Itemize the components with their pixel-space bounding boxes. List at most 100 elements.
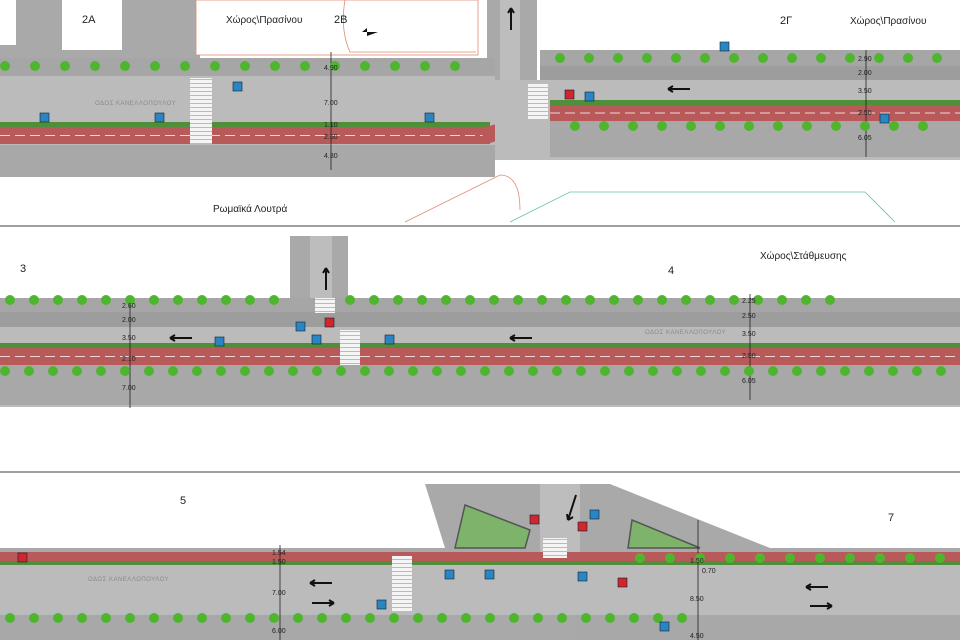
zone-label-4: 4 xyxy=(668,265,674,277)
tree-icon xyxy=(173,295,183,305)
traffic-signs xyxy=(17,41,890,632)
tree-icon xyxy=(753,295,763,305)
tree-icon xyxy=(149,613,159,623)
tree-icon xyxy=(681,295,691,305)
right-parking-row xyxy=(540,66,960,80)
traffic-island xyxy=(627,518,701,549)
tree-icon xyxy=(935,553,945,563)
arrow-left-icon xyxy=(169,334,192,342)
tree-icon xyxy=(269,613,279,623)
dimension-label: 4.90 xyxy=(324,65,338,72)
tree-icon xyxy=(437,613,447,623)
dimension-label: 1.50 xyxy=(272,559,286,566)
tree-icon xyxy=(860,121,870,131)
tree-icon xyxy=(120,366,130,376)
tree-icon xyxy=(758,53,768,63)
traffic-sign-icon xyxy=(295,321,306,332)
green-space-label: Χώρος\Πρασίνου xyxy=(850,15,926,27)
dimension-label: 6.05 xyxy=(858,135,872,142)
tree-icon xyxy=(792,366,802,376)
tree-icon xyxy=(456,366,466,376)
tree-icon xyxy=(755,553,765,563)
building xyxy=(0,0,16,45)
arrow-up-icon xyxy=(322,267,330,290)
zone-label-2b: 2B xyxy=(334,14,347,26)
boundary-line xyxy=(509,191,896,223)
tree-icon xyxy=(417,295,427,305)
tree-icon xyxy=(715,121,725,131)
tree-icon xyxy=(831,121,841,131)
tree-icon xyxy=(686,121,696,131)
landmark-label: Ρωμαϊκά Λουτρά xyxy=(213,203,287,215)
tree-icon xyxy=(441,295,451,305)
tree-icon xyxy=(744,366,754,376)
tree-icon xyxy=(60,61,70,71)
tree-icon xyxy=(173,613,183,623)
north-arrow-icon xyxy=(362,28,378,36)
tree-icon xyxy=(341,613,351,623)
tree-icon xyxy=(700,53,710,63)
tree-icon xyxy=(101,613,111,623)
tree-icon xyxy=(0,366,10,376)
tree-icon xyxy=(150,61,160,71)
side-street-lane xyxy=(500,0,520,80)
tree-icon xyxy=(696,366,706,376)
dimension-label: 2.10 xyxy=(122,356,136,363)
arrow-right-icon xyxy=(810,602,833,610)
tree-icon xyxy=(533,613,543,623)
tree-icon xyxy=(384,366,394,376)
tree-icon xyxy=(768,366,778,376)
tree-icon xyxy=(369,295,379,305)
street-name: ΟΔΟΣ ΚΑΝΕΛΛΟΠΟΥΛΟΥ xyxy=(645,330,726,336)
tree-icon xyxy=(624,366,634,376)
main-road xyxy=(0,565,960,615)
dimension-label: 3.50 xyxy=(742,331,756,338)
tree-icon xyxy=(420,61,430,71)
traffic-sign-icon xyxy=(214,336,225,347)
street-name: ΟΔΟΣ ΚΑΝΕΛΛΟΠΟΥΛΟΥ xyxy=(95,101,176,107)
tree-icon xyxy=(345,295,355,305)
dimension-label: 8.50 xyxy=(690,596,704,603)
tree-icon xyxy=(633,295,643,305)
dimension-label: 2.50 xyxy=(742,313,756,320)
crosswalk xyxy=(190,78,212,144)
tree-icon xyxy=(635,553,645,563)
tree-icon xyxy=(509,613,519,623)
tree-icon xyxy=(561,295,571,305)
tree-icon xyxy=(653,613,663,623)
tree-icon xyxy=(801,295,811,305)
right-upper-sidewalk xyxy=(540,50,960,66)
tree-icon xyxy=(720,366,730,376)
tree-icon xyxy=(912,366,922,376)
tree-icon xyxy=(245,613,255,623)
tree-icon xyxy=(180,61,190,71)
tree-icon xyxy=(77,295,87,305)
tree-icon xyxy=(504,366,514,376)
tree-icon xyxy=(413,613,423,623)
traffic-sign-icon xyxy=(584,91,595,102)
tree-icon xyxy=(360,366,370,376)
zone-label-5: 5 xyxy=(180,495,186,507)
tree-icon xyxy=(581,613,591,623)
tree-icon xyxy=(5,613,15,623)
tree-icon xyxy=(101,295,111,305)
dimension-label: 2.60 xyxy=(122,303,136,310)
panel-2 xyxy=(0,236,960,473)
tree-icon xyxy=(393,295,403,305)
dimension-label: 0.70 xyxy=(702,568,716,575)
tree-icon xyxy=(665,553,675,563)
tree-icon xyxy=(149,295,159,305)
tree-icon xyxy=(599,121,609,131)
tree-icon xyxy=(557,613,567,623)
tree-icon xyxy=(605,613,615,623)
arrow-left-icon xyxy=(509,334,532,342)
tree-icon xyxy=(513,295,523,305)
green-space-path xyxy=(342,0,476,53)
tree-icon xyxy=(216,366,226,376)
crosswalk xyxy=(543,538,567,558)
tree-icon xyxy=(528,366,538,376)
tree-icon xyxy=(144,366,154,376)
traffic-sign-icon xyxy=(384,334,395,345)
arrow-right-icon xyxy=(312,599,335,607)
